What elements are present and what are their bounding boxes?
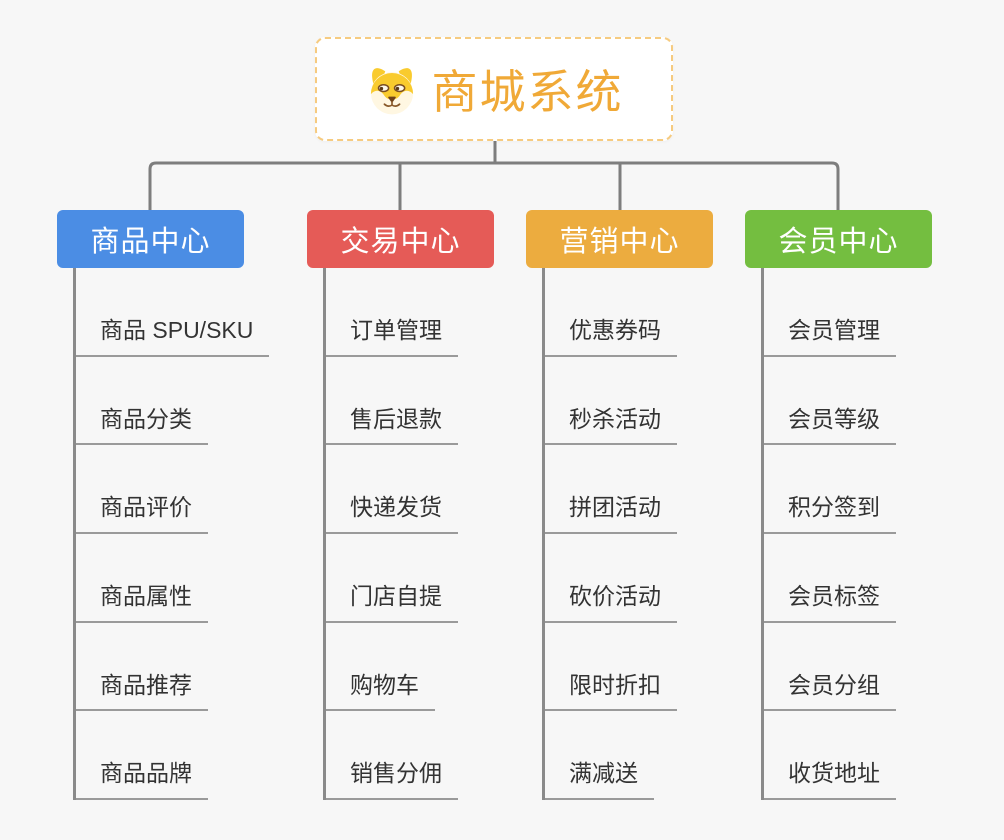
leaf-label: 会员标签: [761, 582, 896, 623]
tree-connector-lines: [148, 141, 840, 210]
leaf-node[interactable]: 商品品牌: [73, 711, 297, 800]
branch-label: 商品中心: [90, 226, 211, 258]
leaf-label: 收货地址: [761, 759, 896, 800]
leaf-node[interactable]: 秒杀活动: [542, 357, 766, 446]
branch-trunk-line: [761, 268, 764, 800]
leaf-node[interactable]: 商品推荐: [73, 623, 297, 712]
leaf-node[interactable]: 拼团活动: [542, 445, 766, 534]
leaf-node[interactable]: 满减送: [542, 711, 766, 800]
leaf-node[interactable]: 销售分佣: [323, 711, 547, 800]
leaf-label: 商品推荐: [73, 671, 208, 712]
leaf-node[interactable]: 商品属性: [73, 534, 297, 623]
root-title: 商城系统: [431, 66, 624, 118]
leaf-label: 商品分类: [73, 405, 208, 446]
leaf-node[interactable]: 门店自提: [323, 534, 547, 623]
leaf-node[interactable]: 积分签到: [761, 445, 985, 534]
branch-trunk-line: [323, 268, 326, 800]
branch-leaves: 订单管理售后退款快递发货门店自提购物车销售分佣: [323, 268, 547, 800]
branch-trunk-line: [73, 268, 76, 800]
leaf-label: 商品属性: [73, 582, 208, 623]
leaf-label: 会员分组: [761, 671, 896, 712]
leaf-label: 限时折扣: [542, 671, 677, 712]
leaf-node[interactable]: 会员标签: [761, 534, 985, 623]
branch-header-button[interactable]: 营销中心: [526, 210, 713, 268]
leaf-label: 满减送: [542, 759, 654, 800]
leaf-node[interactable]: 限时折扣: [542, 623, 766, 712]
branch: 商品中心 商品 SPU/SKU 商品分类商品评价商品属性商品推荐商品品牌: [57, 210, 297, 800]
leaf-label: 拼团活动: [542, 493, 677, 534]
leaf-label: 会员等级: [761, 405, 896, 446]
leaf-node[interactable]: 订单管理: [323, 268, 547, 357]
doge-icon: [370, 68, 413, 115]
leaf-label: 售后退款: [323, 405, 458, 446]
leaf-node[interactable]: 售后退款: [323, 357, 547, 446]
branch-header-button[interactable]: 商品中心: [57, 210, 244, 268]
branch-label: 会员中心: [778, 226, 899, 258]
leaf-label: 销售分佣: [323, 759, 458, 800]
leaf-node[interactable]: 优惠券码: [542, 268, 766, 357]
leaf-node[interactable]: 商品分类: [73, 357, 297, 446]
leaf-label: 会员管理: [761, 316, 896, 357]
leaf-node[interactable]: 收货地址: [761, 711, 985, 800]
leaf-label: 购物车: [323, 671, 435, 712]
leaf-node[interactable]: 商品评价: [73, 445, 297, 534]
root-node[interactable]: 商城系统: [315, 37, 673, 141]
leaf-node[interactable]: 会员等级: [761, 357, 985, 446]
leaf-label: 砍价活动: [542, 582, 677, 623]
leaf-node[interactable]: 购物车: [323, 623, 547, 712]
branch-trunk-line: [542, 268, 545, 800]
leaf-label: 订单管理: [323, 316, 458, 357]
branch-label: 交易中心: [340, 226, 461, 258]
branch: 会员中心 会员管理会员等级积分签到会员标签会员分组收货地址: [745, 210, 985, 800]
leaf-label: 快递发货: [323, 493, 458, 534]
branch-leaves: 商品 SPU/SKU 商品分类商品评价商品属性商品推荐商品品牌: [73, 268, 297, 800]
leaf-node[interactable]: 快递发货: [323, 445, 547, 534]
leaf-label: 商品评价: [73, 493, 208, 534]
branch: 交易中心 订单管理售后退款快递发货门店自提购物车销售分佣: [307, 210, 547, 800]
branch-leaves: 会员管理会员等级积分签到会员标签会员分组收货地址: [761, 268, 985, 800]
branch-header-button[interactable]: 会员中心: [745, 210, 932, 268]
leaf-node[interactable]: 砍价活动: [542, 534, 766, 623]
branch: 营销中心 优惠券码秒杀活动拼团活动砍价活动限时折扣满减送: [526, 210, 766, 800]
branch-leaves: 优惠券码秒杀活动拼团活动砍价活动限时折扣满减送: [542, 268, 766, 800]
branch-label: 营销中心: [559, 226, 680, 258]
leaf-node[interactable]: 商品 SPU/SKU: [73, 268, 297, 357]
leaf-label: 商品 SPU/SKU: [73, 316, 270, 357]
leaf-label: 秒杀活动: [542, 405, 677, 446]
leaf-node[interactable]: 会员管理: [761, 268, 985, 357]
leaf-node[interactable]: 会员分组: [761, 623, 985, 712]
leaf-label: 商品品牌: [73, 759, 208, 800]
leaf-label: 积分签到: [761, 493, 896, 534]
leaf-label: 门店自提: [323, 582, 458, 623]
branch-header-button[interactable]: 交易中心: [307, 210, 494, 268]
leaf-label: 优惠券码: [542, 316, 677, 357]
